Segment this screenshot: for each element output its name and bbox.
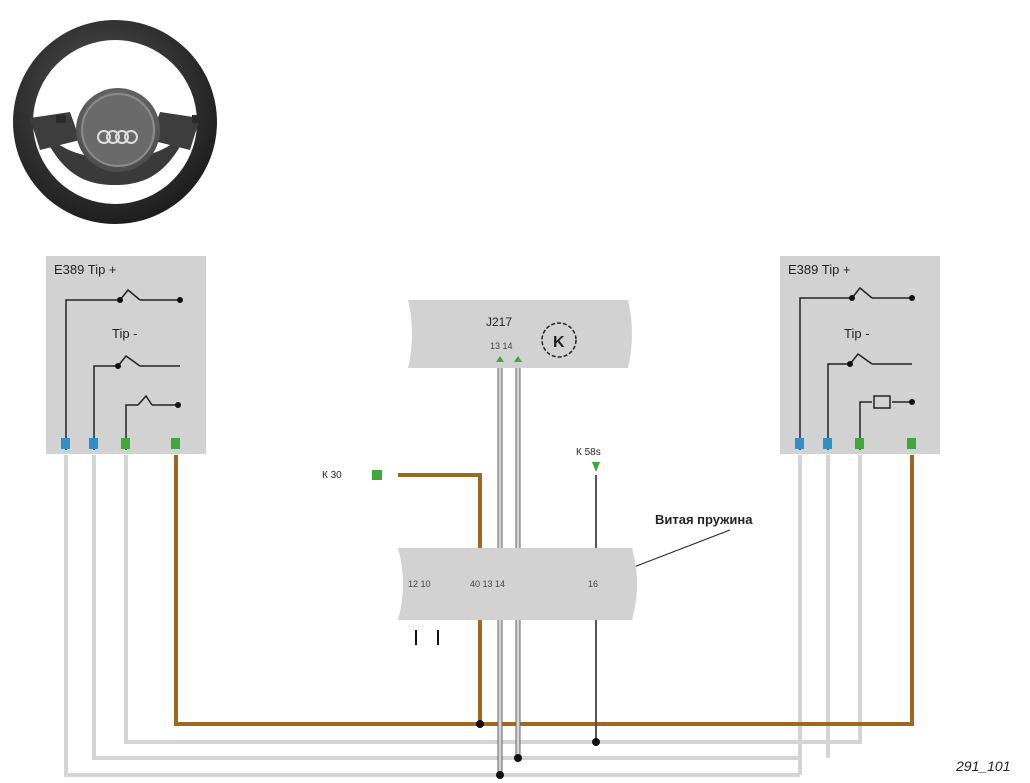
spring-label: Витая пружина: [655, 512, 753, 527]
steering-wheel-image: [13, 20, 217, 224]
connector-pins-right: 16: [588, 579, 598, 589]
left-switch-box: E389 Tip + Tip -: [46, 256, 206, 454]
terminal-k58s-pin: [592, 462, 600, 472]
right-switch-box: E389 Tip + Tip -: [780, 256, 940, 454]
wire-brown-k30: [398, 473, 482, 724]
audi-rings-logo: [97, 130, 138, 144]
wires: [64, 368, 914, 777]
connector-pins-mid: 40 13 14: [470, 579, 505, 589]
pin-right-green-2: [907, 438, 916, 449]
left-switch-tip-minus: Tip -: [112, 326, 138, 341]
svg-text:K: K: [553, 334, 565, 351]
pin-right-blue-1: [795, 438, 804, 449]
left-switch-title: E389 Tip +: [54, 262, 117, 277]
terminal-k30-pin: [372, 470, 382, 480]
wire-left-1: [64, 455, 800, 777]
pin-right-blue-2: [823, 438, 832, 449]
j217-code: J217: [486, 315, 512, 329]
junctions: [476, 720, 600, 779]
terminal-k30-label: К 30: [322, 470, 342, 481]
spring-connector: 12 10 40 13 14 16: [398, 548, 637, 645]
terminal-k58s-label: К 58s: [576, 447, 601, 458]
right-switch-tip-minus: Tip -: [844, 326, 870, 341]
left-tip-button-icon: [56, 115, 66, 123]
tiptronic-k-icon: K: [541, 322, 577, 358]
pin-left-green-1: [121, 438, 130, 449]
right-tip-button-icon: [192, 115, 202, 123]
pin-left-blue-1: [61, 438, 70, 449]
wire-left-3: [124, 455, 862, 744]
j217-control-unit: J217 13 14 K: [408, 300, 632, 368]
wire-left-2: [92, 455, 800, 760]
pin-left-green-2: [171, 438, 180, 449]
j217-pins: 13 14: [490, 341, 513, 351]
connector-pins-left: 12 10: [408, 579, 431, 589]
right-switch-title: E389 Tip +: [788, 262, 851, 277]
pin-right-green-1: [855, 438, 864, 449]
wire-brown-loop: [174, 455, 914, 726]
pin-left-blue-2: [89, 438, 98, 449]
figure-id: 291_101: [955, 758, 1011, 774]
